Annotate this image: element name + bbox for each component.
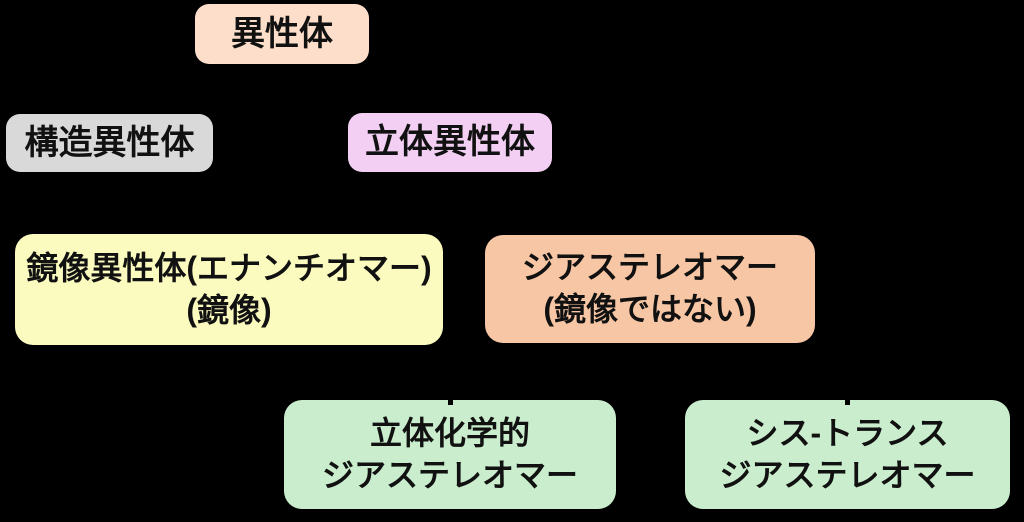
node-label: (鏡像ではない)	[543, 291, 757, 327]
node-label: ジアステレオマー	[719, 456, 976, 493]
node-structural-isomer: 構造異性体	[6, 114, 213, 172]
connector-stub	[845, 397, 850, 405]
node-label: 構造異性体	[24, 123, 195, 162]
node-label: シス-トランス	[746, 414, 949, 451]
node-cis-trans-diastereomer: シス-トランス ジアステレオマー	[685, 400, 1010, 509]
node-label: 異性体	[231, 14, 333, 53]
node-label: 鏡像異性体(エナンチオマー)	[26, 249, 432, 286]
node-enantiomer: 鏡像異性体(エナンチオマー) (鏡像)	[15, 234, 443, 345]
node-label: 立体異性体	[365, 123, 535, 162]
node-diastereomer: ジアステレオマー (鏡像ではない)	[485, 235, 815, 343]
connector-stub	[448, 397, 453, 405]
node-label: (鏡像)	[186, 291, 272, 328]
node-label: ジアステレオマー	[521, 249, 778, 286]
node-label: 立体化学的	[369, 414, 530, 451]
node-stereoisomer: 立体異性体	[348, 113, 552, 172]
node-isomer: 異性体	[195, 4, 369, 64]
node-stereochemical-diastereomer: 立体化学的 ジアステレオマー	[284, 400, 616, 509]
node-label: ジアステレオマー	[321, 456, 578, 493]
